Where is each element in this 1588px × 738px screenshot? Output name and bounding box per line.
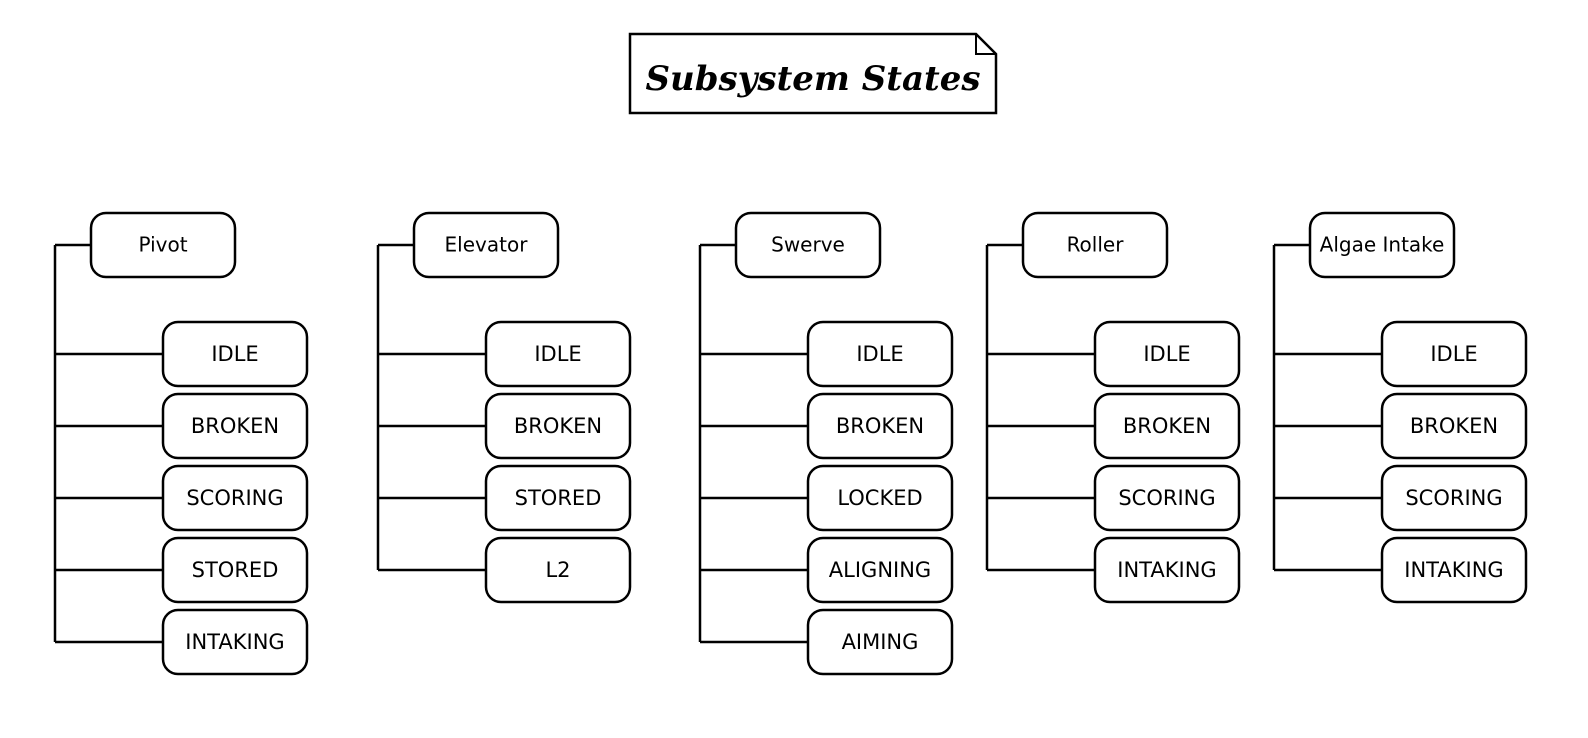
title-note-fold	[975, 34, 996, 55]
state-node-box	[161, 392, 309, 460]
state-node-box	[806, 536, 954, 604]
state-label: INTAKING	[1117, 558, 1216, 582]
state-node-box	[806, 392, 954, 460]
state-node-box	[1093, 320, 1241, 388]
diagram-title: Subsystem States	[645, 59, 980, 99]
subsystem-name: Pivot	[138, 233, 187, 257]
state-node-box	[1380, 464, 1528, 532]
state-label: INTAKING	[185, 630, 284, 654]
subsystem-node-box	[89, 211, 237, 279]
state-label: IDLE	[534, 342, 581, 366]
state-node-box	[806, 464, 954, 532]
state-node-box	[161, 608, 309, 676]
state-node-box	[1380, 536, 1528, 604]
state-label: IDLE	[1430, 342, 1477, 366]
state-node-box	[161, 320, 309, 388]
state-label: IDLE	[1143, 342, 1190, 366]
state-label: L2	[545, 558, 570, 582]
state-node-box	[484, 536, 632, 604]
state-node-box	[161, 464, 309, 532]
title-note-box	[628, 32, 998, 115]
subsystem-node-box	[412, 211, 560, 279]
state-label: STORED	[515, 486, 602, 510]
subsystem-name: Roller	[1067, 233, 1125, 257]
state-node-box	[161, 536, 309, 604]
state-label: STORED	[192, 558, 279, 582]
state-node-box	[484, 392, 632, 460]
state-label: IDLE	[856, 342, 903, 366]
subsystem-name: Algae Intake	[1320, 233, 1445, 257]
state-label: BROKEN	[1410, 414, 1498, 438]
subsystem-node-box	[1021, 211, 1169, 279]
state-label: AIMING	[842, 630, 919, 654]
state-node-box	[1093, 392, 1241, 460]
state-label: BROKEN	[514, 414, 602, 438]
subsystem-name: Swerve	[771, 233, 845, 257]
state-label: SCORING	[186, 486, 283, 510]
state-node-box	[1093, 464, 1241, 532]
state-label: SCORING	[1118, 486, 1215, 510]
state-label: BROKEN	[836, 414, 924, 438]
title-note: Subsystem States	[628, 32, 998, 115]
subsystem-node-box	[734, 211, 882, 279]
state-node-box	[1380, 392, 1528, 460]
state-label: BROKEN	[1123, 414, 1211, 438]
state-node-box	[1380, 320, 1528, 388]
state-node-box	[484, 320, 632, 388]
state-node-box	[1093, 536, 1241, 604]
state-label: ALIGNING	[829, 558, 931, 582]
state-node-box	[806, 608, 954, 676]
subsystem-name: Elevator	[445, 233, 529, 257]
subsystem-node-box	[1308, 211, 1456, 279]
state-label: SCORING	[1405, 486, 1502, 510]
state-node-box	[484, 464, 632, 532]
state-label: BROKEN	[191, 414, 279, 438]
state-node-box	[806, 320, 954, 388]
state-label: INTAKING	[1404, 558, 1503, 582]
state-label: IDLE	[211, 342, 258, 366]
state-label: LOCKED	[837, 486, 922, 510]
